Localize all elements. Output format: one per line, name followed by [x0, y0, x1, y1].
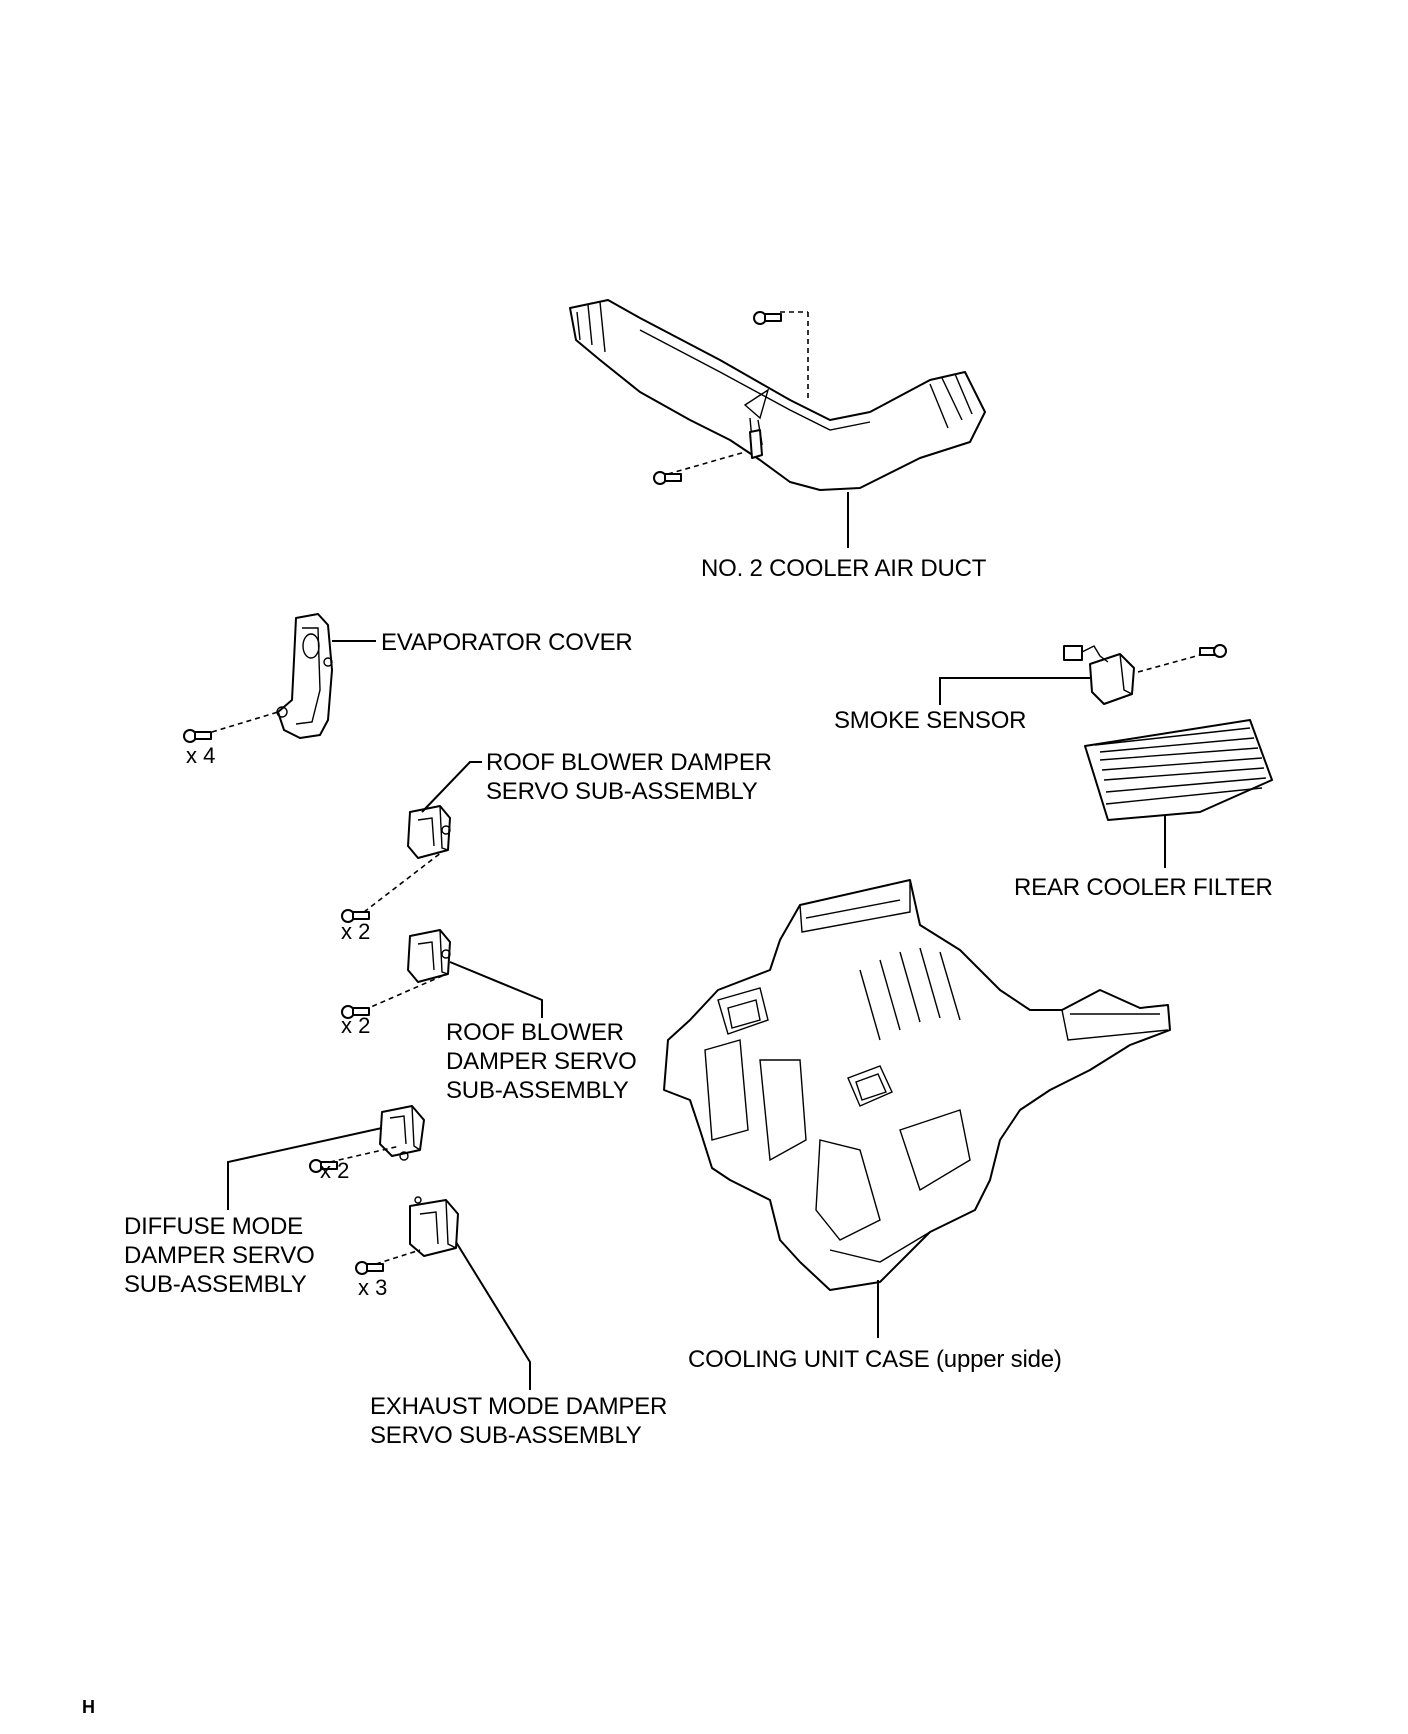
screw-icon — [309, 1159, 338, 1173]
screw-icon — [341, 1005, 370, 1019]
exhaust-mode-servo-label: EXHAUST MODE DAMPER SERVO SUB-ASSEMBLY — [370, 1392, 667, 1450]
screw-icon — [753, 311, 782, 325]
roof-blower-servo-1-drawing — [341, 761, 482, 923]
roof-blower-servo-2-drawing — [341, 929, 543, 1019]
diffuse-mode-servo-label: DIFFUSE MODE DAMPER SERVO SUB-ASSEMBLY — [124, 1212, 315, 1299]
label-line: ROOF BLOWER DAMPER — [486, 749, 772, 776]
label-line: SUB-ASSEMBLY — [124, 1271, 307, 1298]
label-line: SERVO SUB-ASSEMBLY — [486, 778, 758, 805]
roof-blower-servo-1-label: ROOF BLOWER DAMPER SERVO SUB-ASSEMBLY — [486, 748, 772, 806]
cooling-unit-case-drawing — [663, 879, 1171, 1338]
label-line: SERVO SUB-ASSEMBLY — [370, 1422, 642, 1449]
evaporator-cover-label: EVAPORATOR COVER — [381, 629, 633, 656]
screw-icon — [341, 909, 370, 923]
roof-servo-2-screw-qty: x 2 — [341, 1013, 371, 1038]
smoke-sensor-drawing — [939, 644, 1227, 705]
label-line: DAMPER SERVO — [446, 1048, 637, 1075]
exhaust-servo-screw-qty: x 3 — [358, 1275, 388, 1300]
cooling-unit-case-label: COOLING UNIT CASE (upper side) — [688, 1346, 1062, 1373]
roof-servo-1-screw-qty: x 2 — [341, 919, 371, 944]
screw-icon — [355, 1261, 384, 1275]
screw-icon — [1199, 644, 1227, 658]
rear-cooler-filter-label: REAR COOLER FILTER — [1014, 874, 1273, 901]
roof-blower-servo-2-label: ROOF BLOWER DAMPER SERVO SUB-ASSEMBLY — [446, 1018, 637, 1105]
label-line: DAMPER SERVO — [124, 1242, 315, 1269]
diffuse-mode-servo-drawing — [227, 1105, 425, 1210]
diffuse-servo-screw-qty: x 2 — [320, 1158, 350, 1183]
evaporator-cover-drawing — [183, 613, 376, 743]
smoke-sensor-label: SMOKE SENSOR — [834, 707, 1027, 734]
label-line: DIFFUSE MODE — [124, 1213, 303, 1240]
footer-code: H — [82, 1697, 95, 1717]
evaporator-cover-screw-qty: x 4 — [186, 743, 216, 768]
label-line: ROOF BLOWER — [446, 1019, 624, 1046]
no2-cooler-air-duct-drawing — [569, 299, 986, 548]
label-line: SUB-ASSEMBLY — [446, 1077, 629, 1104]
label-line: EXHAUST MODE DAMPER — [370, 1393, 668, 1420]
screw-icon — [653, 471, 682, 485]
screw-icon — [183, 729, 212, 743]
no2-cooler-air-duct-label: NO. 2 COOLER AIR DUCT — [701, 555, 987, 582]
rear-cooler-filter-drawing — [1084, 719, 1273, 868]
exhaust-mode-servo-drawing — [355, 1196, 531, 1390]
